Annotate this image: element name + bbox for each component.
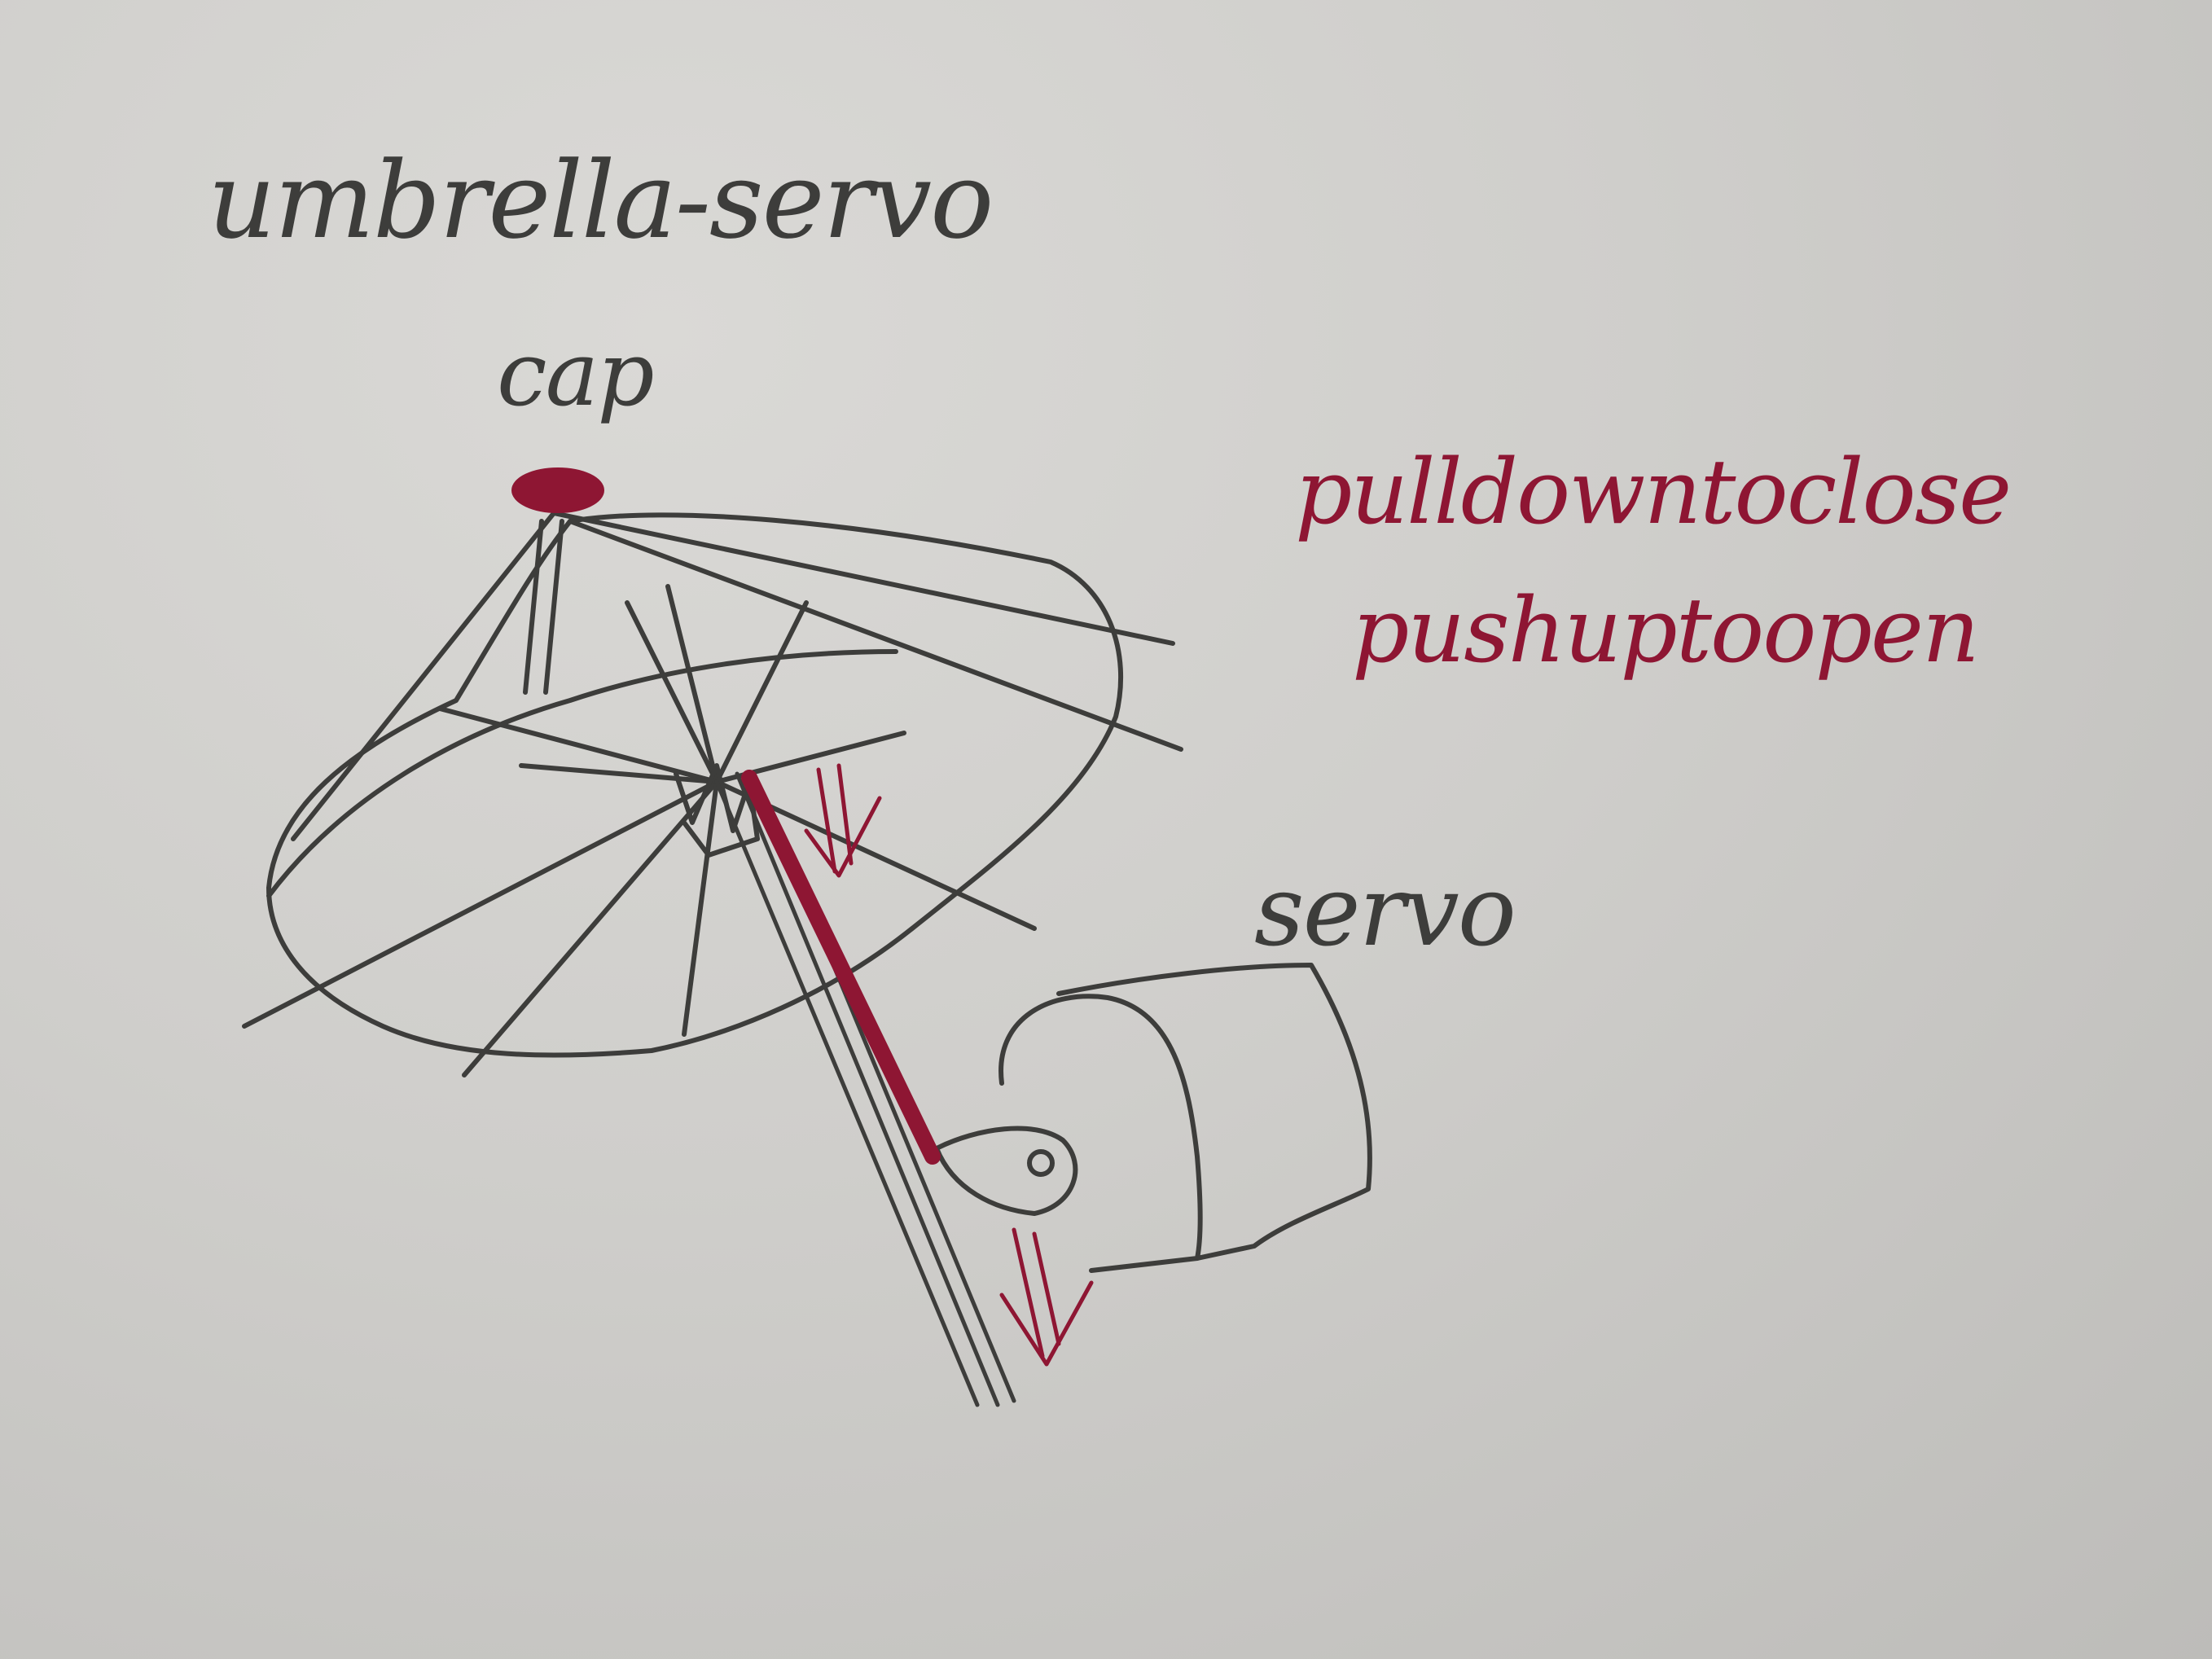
umbrella-pole [714, 771, 1016, 1407]
close-instruction-label: pulldowntoclose [1295, 440, 2012, 544]
servo-bracket [1056, 963, 1372, 1261]
umbrella-top-stem [523, 519, 564, 695]
servo-horn [934, 1126, 1078, 1216]
open-instruction-label: pushuptoopen [1352, 578, 1980, 682]
down-arrow-icon [804, 763, 882, 878]
umbrella-canopy-rim [266, 649, 898, 898]
push-rod [741, 770, 941, 1165]
servo-horn-pivot [1027, 1149, 1055, 1177]
servo-body [998, 994, 1203, 1273]
title-label: umbrella-servo [208, 138, 994, 262]
runner-hub [674, 763, 760, 858]
umbrella-ribs [242, 511, 1183, 1077]
down-arrow-icon [999, 1227, 1094, 1367]
cap-label: cap [497, 322, 655, 426]
cap-icon [511, 467, 604, 513]
umbrella-canopy [266, 512, 1124, 1058]
servo-label: servo [1254, 855, 1516, 968]
